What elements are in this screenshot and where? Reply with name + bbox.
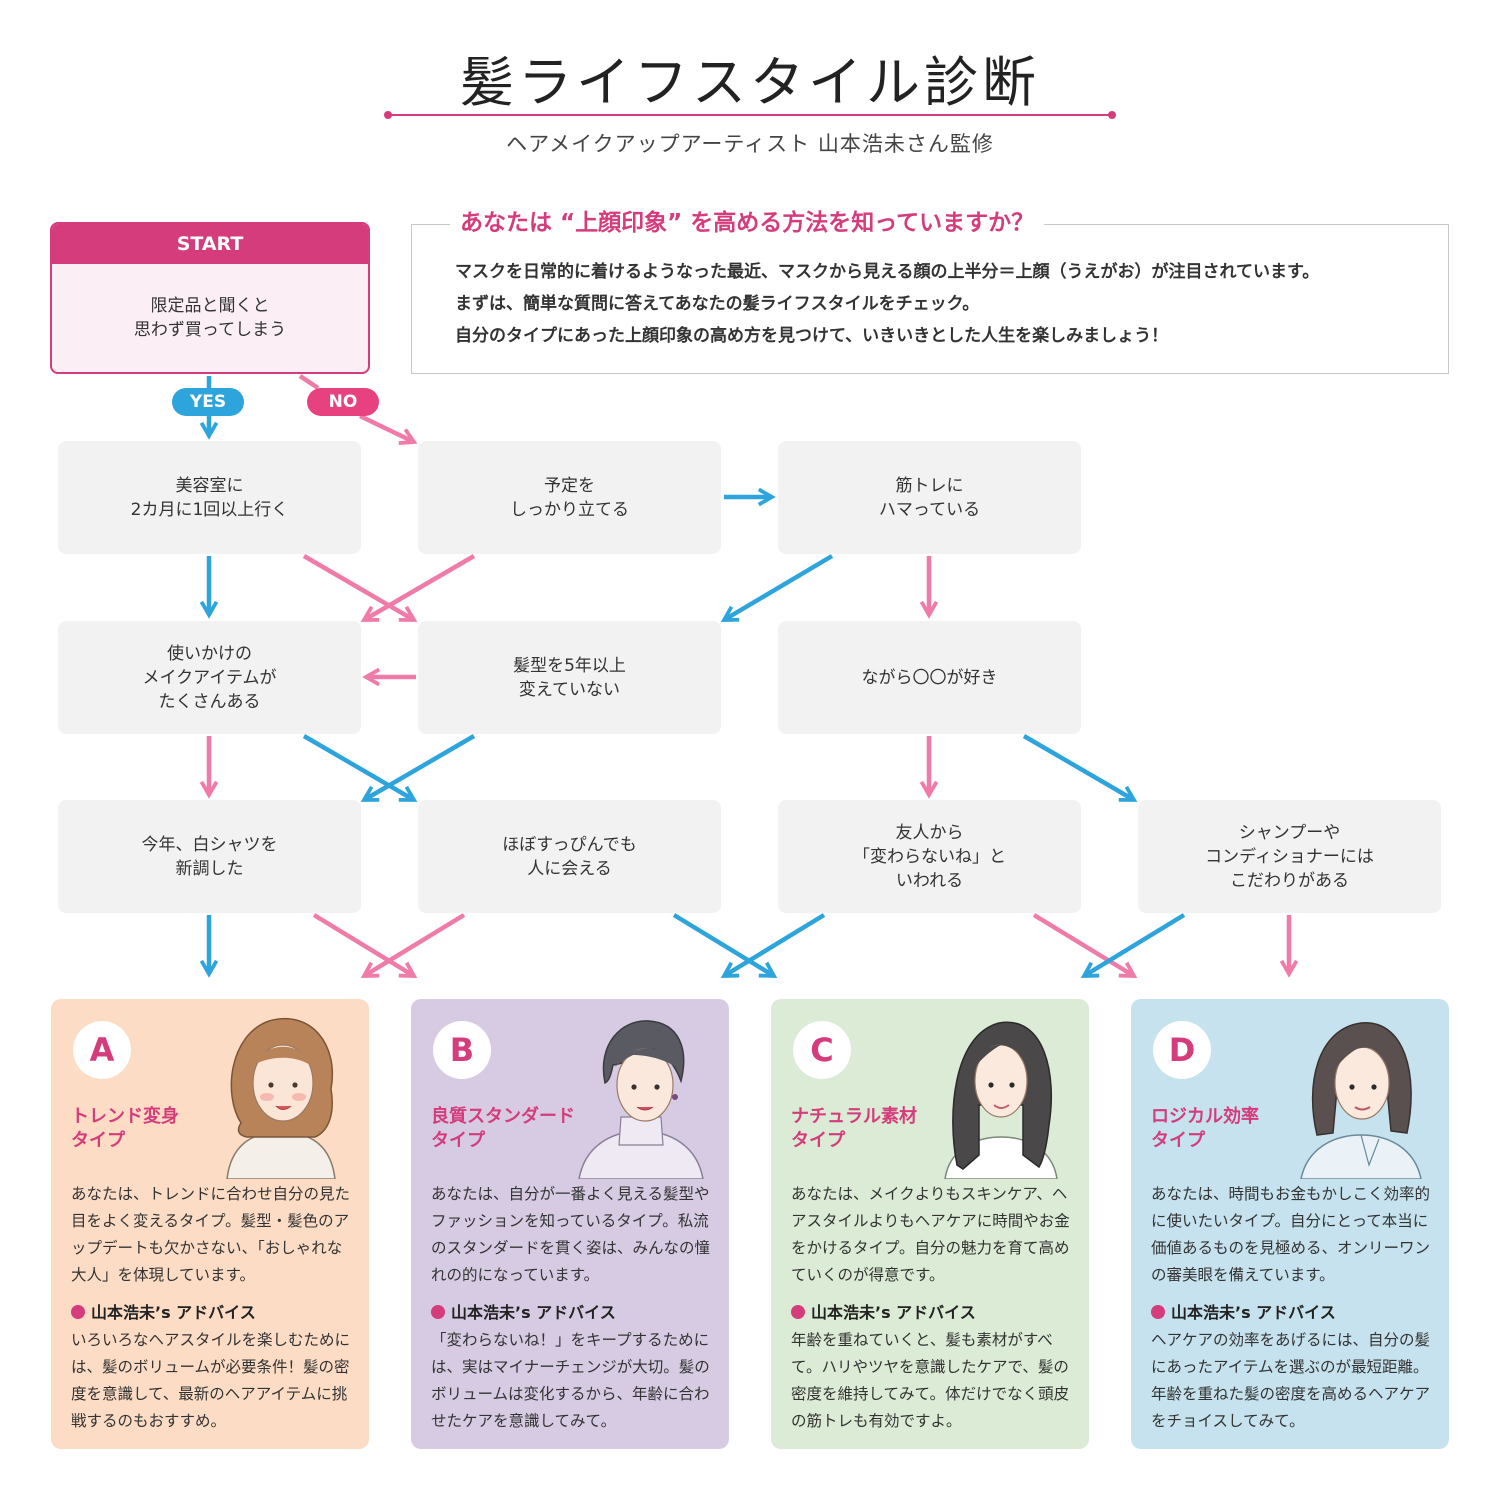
question-salon-visits: 美容室に 2カ月に1回以上行く <box>58 441 361 554</box>
advice-text: いろいろなヘアスタイルを楽しむためには、髪のボリュームが必要条件！髪の密度を意識… <box>71 1331 351 1430</box>
result-type: 良質スタンダード タイプ <box>431 1106 575 1151</box>
yes-label: YES <box>172 388 244 416</box>
woman-wavy-hair-illustration <box>226 1018 336 1179</box>
question-multitasking: ながら〇〇が好き <box>778 621 1081 734</box>
arrow-yes <box>720 554 834 622</box>
result-description: あなたは、メイクよりもスキンケア、ヘアスタイルよりもヘアケアに時間やお金をかける… <box>791 1185 1070 1284</box>
arrow-no <box>298 374 320 390</box>
advice-text: ヘアケアの効率をあげるには、自分の髪にあったアイテムを選ぶのが最短距離。年齢を重… <box>1151 1331 1431 1430</box>
arrow-no <box>360 913 466 978</box>
title-divider-dot-left <box>384 111 392 119</box>
question-makeup-items: 使いかけの メイクアイテムが たくさんある <box>58 621 361 734</box>
advice-heading: 山本浩未’s アドバイス <box>431 1301 616 1325</box>
start-box: START 限定品と聞くと 思わず買ってしまう <box>50 222 370 374</box>
intro-question: あなたは “上顔印象” を高める方法を知っていますか？ <box>450 207 1045 239</box>
question-no-makeup: ほぼすっぴんでも 人に会える <box>418 800 721 913</box>
title-divider <box>388 114 1112 116</box>
advice-bullet <box>431 1305 445 1319</box>
question-unchanged: 友人から 「変わらないね」と いわれる <box>778 800 1081 913</box>
result-card-c: C ナチュラル素材 タイプ あなたは、メイクよりもスキンケア、ヘアスタイルよりも… <box>771 999 1089 1449</box>
arrow-no <box>312 913 418 978</box>
advice-text: 「変わらないね！」をキープするためには、実はマイナーチェンジが大切。髪のボリュー… <box>431 1331 710 1430</box>
arrow-yes <box>1080 913 1186 978</box>
page-subtitle: ヘアメイクアップアーティスト 山本浩未さん監修 <box>506 132 994 156</box>
result-card-b: B 良質スタンダード タイプ あなたは、自分が一番よく見える髪型やファッションを… <box>411 999 729 1449</box>
intro-line: 自分のタイプにあった上顔印象の高め方を見つけて、いきいきとした人生を楽しみましょ… <box>455 326 1169 346</box>
arrow-yes <box>1022 734 1138 802</box>
intro-line: まずは、簡単な質問に答えてあなたの髪ライフスタイルをチェック。 <box>455 294 980 314</box>
arrow-yes <box>302 734 418 802</box>
result-letter: A <box>73 1021 131 1079</box>
result-card-d: D ロジカル効率 タイプ あなたは、時間もお金もかしこく効率的に使いたいタイプ。… <box>1131 999 1449 1449</box>
advice-heading: 山本浩未’s アドバイス <box>791 1301 976 1325</box>
question-shampoo: シャンプーや コンディショナーには こだわりがある <box>1138 800 1441 913</box>
result-letter: B <box>433 1021 491 1079</box>
start-question: 限定品と聞くと 思わず買ってしまう <box>133 296 287 340</box>
arrow-yes <box>672 913 778 978</box>
result-type: ナチュラル素材 タイプ <box>791 1106 917 1151</box>
intro-line: マスクを日常的に着けるようなった最近、マスクから見える顔の上半分＝上顔（うえがお… <box>455 262 1320 282</box>
page-title: 髪ライフスタイル診断 <box>460 51 1040 114</box>
arrow-no <box>302 554 418 622</box>
start-label: START <box>52 224 368 264</box>
question-white-shirt: 今年、白シャツを 新調した <box>58 800 361 913</box>
advice-text: 年齢を重ねていくと、髪も素材がすべて。ハリやツヤを意識したケアで、髪の密度を維持… <box>791 1331 1070 1430</box>
no-label: NO <box>307 388 379 416</box>
advice-bullet <box>71 1305 85 1319</box>
advice-title: 山本浩未’s アドバイス <box>1171 1303 1336 1322</box>
advice-heading: 山本浩未’s アドバイス <box>71 1301 256 1325</box>
title-divider-dot-right <box>1108 111 1116 119</box>
question-same-hairstyle: 髪型を5年以上 変えていない <box>418 621 721 734</box>
arrow-no <box>1032 913 1138 978</box>
arrow-yes <box>720 913 826 978</box>
advice-heading: 山本浩未’s アドバイス <box>1151 1301 1336 1325</box>
advice-bullet <box>791 1305 805 1319</box>
arrow-yes <box>360 734 476 802</box>
advice-title: 山本浩未’s アドバイス <box>811 1303 976 1322</box>
result-letter: D <box>1153 1021 1211 1079</box>
intro-body: マスクを日常的に着けるようなった最近、マスクから見える顔の上半分＝上顔（うえがお… <box>455 256 1435 352</box>
woman-bob-hair-illustration <box>1300 1022 1422 1179</box>
woman-short-hair-illustration <box>578 1020 704 1179</box>
result-description: あなたは、トレンドに合わせ自分の見た目をよく変えるタイプ。髪型・髪色のアップデー… <box>71 1185 351 1284</box>
result-description: あなたは、自分が一番よく見える髪型やファッションを知っているタイプ。私流のスタン… <box>431 1185 711 1284</box>
advice-title: 山本浩未’s アドバイス <box>91 1303 256 1322</box>
question-into-workouts: 筋トレに ハマっている <box>778 441 1081 554</box>
result-type: ロジカル効率 タイプ <box>1151 1106 1259 1151</box>
woman-long-hair-illustration <box>944 1021 1058 1179</box>
result-letter: C <box>793 1021 851 1079</box>
result-description: あなたは、時間もお金もかしこく効率的に使いたいタイプ。自分にとって本当に価値ある… <box>1151 1185 1431 1284</box>
arrow-no <box>360 554 476 622</box>
advice-title: 山本浩未’s アドバイス <box>451 1303 616 1322</box>
result-type: トレンド変身 タイプ <box>71 1106 179 1151</box>
result-card-a: A トレンド変身 タイプ あなたは、トレンドに合わせ自分の見た目をよく変えるタイ… <box>51 999 369 1449</box>
question-plans-ahead: 予定を しっかり立てる <box>418 441 721 554</box>
arrow-no <box>359 413 418 445</box>
advice-bullet <box>1151 1305 1165 1319</box>
